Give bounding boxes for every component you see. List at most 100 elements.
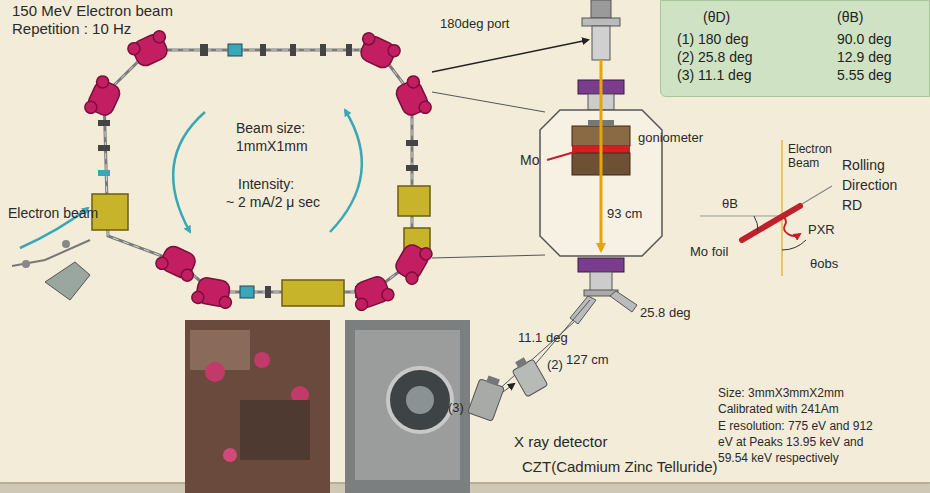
photographs [406,386,434,414]
storage-ring [228,44,242,56]
circulation-arrows [173,112,205,232]
circulation-arrows [330,110,362,232]
target-chamber [592,26,610,60]
injection-line [45,262,90,300]
cdznte-detectors [468,379,505,422]
target-chamber [578,258,624,272]
table-cell: 90.0 deg [837,31,892,47]
photographs [240,400,310,460]
annotation: CZT(Cadmium Zinc Telluride) [522,458,718,476]
annotation: (3) [448,400,464,416]
annotation: Repetition : 10 Hz [12,20,131,38]
table-cell: (θD) [703,9,730,25]
annotation: Size: 3mmX3mmX2mm [718,386,844,400]
cdznte-detectors [503,384,514,392]
bending-magnets [191,276,235,310]
annotation: Mo foil [690,244,728,260]
bending-magnets [126,41,142,57]
storage-ring [240,286,254,298]
storage-ring [98,145,110,151]
injection-line [45,240,90,260]
bending-magnets [83,29,434,312]
bending-magnets [191,290,205,304]
cdznte-detectors [468,373,507,421]
storage-ring [104,50,412,292]
annotation: ~ 2 mA/2 μ sec [226,194,320,211]
bending-magnets [95,74,111,90]
storage-ring [92,44,430,306]
bending-magnets [354,31,402,72]
bragg-geometry [781,140,783,276]
leader-lines [432,92,545,112]
storage-ring [200,44,208,56]
target-chamber [590,272,612,292]
annotation: PXR [808,222,835,238]
annotation: 25.8 deg [640,305,691,321]
storage-ring [320,44,326,56]
photographs [185,320,470,493]
bending-magnets [386,43,402,59]
annotation: 11.1 deg [518,330,568,346]
leader-lines [432,255,545,258]
bending-magnets [417,99,433,115]
storage-ring [406,140,418,146]
annotation: goniometer [638,130,703,146]
bending-magnets [349,273,396,312]
target-chamber [610,291,637,312]
photographs [254,352,270,368]
annotation: Electron beam [8,205,98,222]
cdznte-detectors [486,375,500,386]
mo-leader [547,151,578,160]
bragg-geometry [754,216,758,231]
bragg-geometry [782,216,800,236]
photographs [345,320,470,493]
bending-magnets [126,29,174,70]
photographs [205,362,225,382]
bending-magnets [354,297,369,312]
annotation: (2) [547,357,563,373]
photographs [185,320,330,493]
annotation: Mo [520,152,539,169]
target-chamber [570,296,596,324]
cdznte-detectors [468,354,548,422]
bending-magnets [83,99,99,115]
annotation: 127 cm [566,352,609,368]
bending-magnets [391,238,434,286]
storage-ring [98,120,110,126]
bending-magnets [380,287,395,302]
storage-ring [406,165,418,171]
annotation: Rolling Direction RD [842,155,917,215]
annotation: Beam size: [236,120,305,137]
cdznte-detectors [515,357,527,368]
cdznte-detectors [509,354,548,397]
storage-ring [346,44,352,56]
annotation: X ray detector [514,433,607,451]
bending-magnets [392,74,433,122]
storage-ring [104,50,412,292]
storage-ring [290,44,296,56]
bending-magnets [154,242,202,283]
annotation: 180deg port [440,16,509,32]
injection-line [62,240,70,248]
table-cell: (θB) [837,9,863,25]
table-cell: 12.9 deg [837,49,892,65]
annotation: E resolution: 775 eV and 912 eV at Peaks… [718,418,883,466]
annotation: Intensity: [238,176,294,193]
bending-magnets [83,74,124,122]
bending-magnets [361,31,377,47]
bragg-geometry [700,216,782,217]
target-chamber [600,60,603,250]
annotation: Electron Beam [788,142,848,171]
bending-magnets [179,267,195,283]
annotation: 1mmX1mm [236,138,308,155]
bending-magnets [404,270,420,286]
annotation: θB [722,196,738,212]
angle-table: (θD)(θB)(1) 180 deg90.0 deg(2) 25.8 deg1… [660,0,930,97]
table-cell: (3) 11.1 deg [677,67,751,83]
bending-magnets [151,29,167,45]
annotation: 93 cm [607,206,642,222]
annotation: 150 MeV Electron beam [12,2,173,20]
leader-lines [432,40,588,72]
photographs [223,448,237,462]
